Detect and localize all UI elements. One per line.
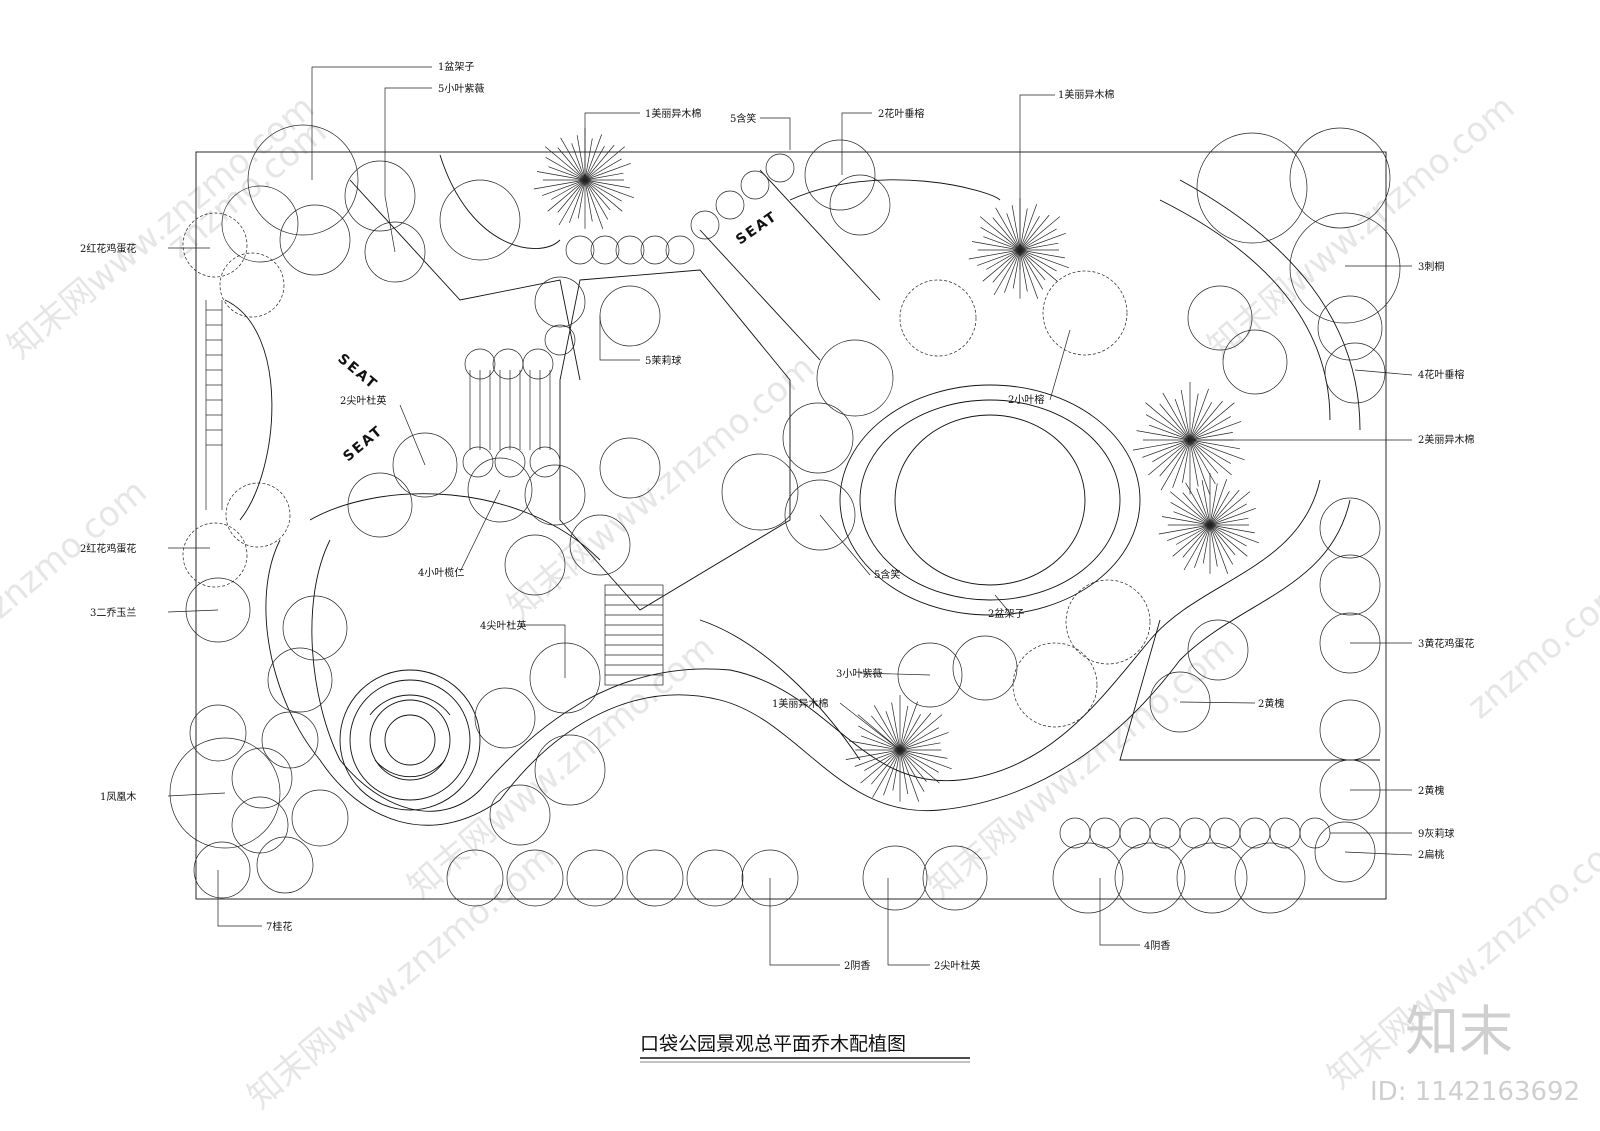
plant-label: 5小叶紫薇: [438, 83, 484, 95]
plant-label: 3小叶紫薇: [836, 668, 882, 680]
plant-label: 4花叶垂榕: [1418, 368, 1464, 381]
watermark-layer: znzmo.com 知末网www.znzmo.com znzmo.com 知末网…: [0, 87, 1600, 1116]
plant-label: 4阴香: [1144, 940, 1170, 952]
plant-label: 1美丽异木棉: [772, 697, 828, 710]
boardwalk: [604, 584, 664, 686]
plant-label: 3刺桐: [1418, 260, 1444, 273]
plant-label: 2红花鸡蛋花: [80, 542, 136, 555]
plant-label: 2扁桃: [1418, 848, 1444, 861]
watermark-text: 知末网www.znzmo.com: [0, 87, 322, 366]
leader-lines: [167, 66, 1413, 966]
center-steps: [469, 370, 551, 450]
seat-label: SEAT: [340, 423, 386, 465]
plant-label: 9灰莉球: [1418, 827, 1454, 840]
oval-plaza: [839, 384, 1141, 616]
shrub-balls: [462, 153, 1331, 849]
plant-label: 4小叶榄仁: [418, 566, 464, 579]
tree-canopies: [169, 124, 1401, 914]
drawing-title: 口袋公园景观总平面乔木配植图: [640, 1033, 906, 1055]
plant-label: 2花叶垂榕: [878, 107, 924, 120]
plant-label: 5含笑: [874, 568, 900, 581]
id-watermark: ID: 1142163692: [1370, 1077, 1580, 1107]
circular-amphitheatre: [339, 669, 481, 811]
plant-label: 4尖叶杜英: [480, 619, 526, 632]
plant-label: 1美丽异木棉: [645, 107, 701, 120]
spiky-tree-symbol: [1132, 382, 1245, 495]
plant-label: 3二乔玉兰: [90, 606, 136, 619]
plant-label: 7桂花: [266, 920, 292, 933]
plant-label: 2黄槐: [1258, 697, 1284, 710]
spiky-tree-symbol: [533, 128, 635, 230]
plant-label: 2尖叶杜英: [340, 394, 386, 407]
scalloped-trees: [182, 212, 1151, 728]
site-boundary: [195, 151, 1387, 900]
watermark-text: 知末网www.znzmo.com: [240, 837, 562, 1116]
plant-label: 1盆架子: [438, 60, 474, 73]
left-stairs: [205, 300, 223, 510]
spiky-tree-symbol: [1158, 473, 1260, 575]
watermark-text: znzmo.com: [1460, 572, 1600, 727]
spiky-trees: [533, 128, 1260, 802]
watermark-text: 知末网www.znzmo.com: [400, 627, 722, 906]
plant-label: 1美丽异木棉: [1058, 88, 1114, 101]
paths-layer: [224, 154, 1380, 826]
plant-label: 2红花鸡蛋花: [80, 242, 136, 255]
watermark-text: 知末网www.znzmo.com: [1200, 87, 1522, 366]
plant-label: 3黄花鸡蛋花: [1418, 637, 1474, 650]
plant-label-layer: 1盆架子 5小叶紫薇 1美丽异木棉 5含笑 2花叶垂榕 1美丽异木棉 2红花鸡蛋…: [80, 60, 1474, 972]
plant-label: 2黄槐: [1418, 784, 1444, 797]
plant-label: 2阴香: [844, 960, 870, 972]
plant-label: 5茉莉球: [645, 354, 681, 367]
plant-label: 2小叶榕: [1008, 393, 1044, 406]
plant-label: 2尖叶杜英: [934, 959, 980, 972]
seat-label: SEAT: [334, 351, 380, 393]
watermark-text: 知末网www.znzmo.com: [920, 627, 1242, 906]
plant-label: 2盆架子: [988, 607, 1024, 620]
spiky-tree-symbol: [968, 198, 1070, 300]
plant-label: 2美丽异木棉: [1418, 433, 1474, 446]
plant-label: 1凤凰木: [100, 791, 136, 803]
brand-watermark: 知末: [1405, 1000, 1513, 1063]
spiky-tree-symbol: [845, 695, 952, 802]
plant-label: 5含笑: [730, 112, 756, 125]
